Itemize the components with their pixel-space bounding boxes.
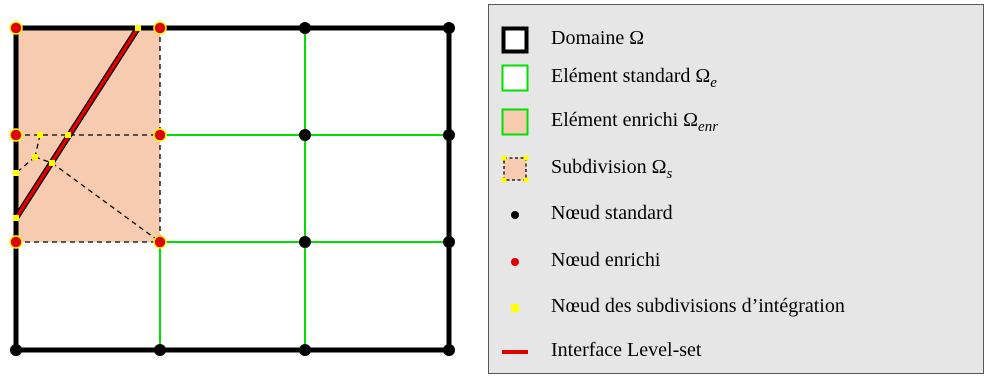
- legend-label-enriched-element: Elément enrichi Ωenr: [551, 109, 719, 135]
- legend-item-enriched-node: Nœud enrichi: [489, 245, 983, 279]
- enriched-nodes: [9, 21, 167, 249]
- legend-label-standard-node: Nœud standard: [551, 202, 673, 224]
- legend-label-interface: Interface Level-set: [551, 339, 702, 361]
- subdivision-nodes: [13, 25, 141, 221]
- legend-item-enriched-element: Elément enrichi Ωenr: [489, 105, 983, 139]
- subdivision-swatch: [501, 155, 529, 183]
- standard-element-lines: [159, 28, 449, 350]
- domain-border: [13, 25, 452, 353]
- legend-item-interface: Interface Level-set: [489, 335, 983, 369]
- standard-nodes: [10, 22, 455, 356]
- legend-panel: Domaine Ω Elément standard Ωe Elément en…: [488, 4, 984, 374]
- domain-border-swatch: [501, 26, 529, 54]
- legend-label-standard-element: Elément standard Ωe: [551, 65, 717, 91]
- standard-node-dot: [511, 211, 519, 219]
- mesh-diagram: [9, 21, 455, 356]
- enriched-element-swatch: [501, 108, 529, 136]
- legend-item-standard-node: Nœud standard: [489, 198, 983, 232]
- legend-item-domain: Domaine Ω: [489, 23, 983, 57]
- standard-element-swatch: [501, 64, 529, 92]
- legend-label-subdivision-node: Nœud des subdivisions d’intégration: [551, 295, 845, 317]
- legend-label-subdivision: Subdivision Ωs: [551, 156, 673, 182]
- legend-item-standard-element: Elément standard Ωe: [489, 61, 983, 95]
- legend-label-enriched-node: Nœud enrichi: [551, 249, 661, 271]
- legend-item-subdivision: Subdivision Ωs: [489, 152, 983, 186]
- legend-item-subdivision-node: Nœud des subdivisions d’intégration: [489, 291, 983, 325]
- legend-label-domain: Domaine Ω: [551, 27, 645, 49]
- interface-line: [502, 350, 528, 354]
- subdivision-node-square: [511, 304, 519, 312]
- enriched-node-dot: [511, 258, 519, 266]
- interface-levelset-line-core: [14, 27, 140, 219]
